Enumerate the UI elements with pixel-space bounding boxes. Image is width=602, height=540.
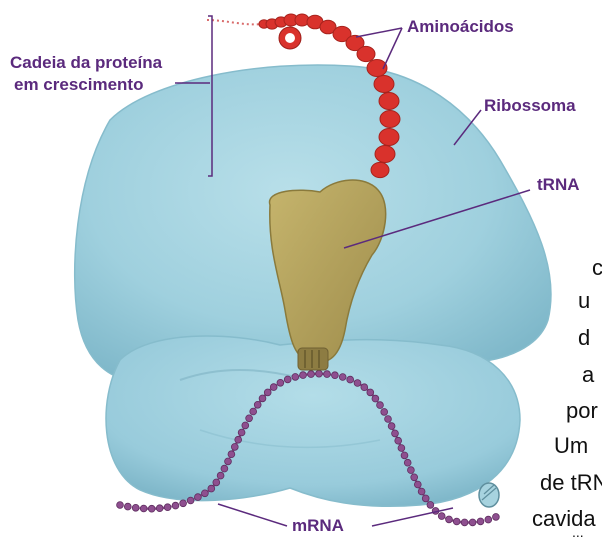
mrna-bead bbox=[493, 514, 500, 521]
mrna-pointer-left bbox=[218, 504, 287, 526]
mrna-bead bbox=[202, 490, 209, 497]
mrna-bead bbox=[284, 376, 291, 383]
mrna-bead bbox=[408, 467, 415, 474]
mrna-bead bbox=[140, 505, 147, 512]
mrna-bead bbox=[395, 437, 402, 444]
tunnel-icon bbox=[479, 483, 499, 507]
mrna-bead bbox=[300, 372, 307, 379]
body-text-line-1: c bbox=[592, 255, 602, 281]
mrna-bead bbox=[180, 500, 187, 507]
mrna-bead bbox=[250, 408, 257, 415]
body-text-line-9: ... bbox=[572, 524, 584, 540]
mrna-bead bbox=[264, 389, 271, 396]
mrna-bead bbox=[404, 459, 411, 466]
mrna-bead bbox=[221, 465, 228, 472]
mrna-bead bbox=[388, 423, 395, 430]
mrna-bead bbox=[414, 481, 421, 488]
mrna-bead bbox=[385, 416, 392, 423]
body-text-line-2: u bbox=[578, 288, 590, 314]
mrna-label: mRNA bbox=[292, 515, 344, 537]
mrna-bead bbox=[347, 376, 354, 383]
mrna-bead bbox=[217, 472, 224, 479]
mrna-bead bbox=[156, 505, 163, 512]
mrna-bead bbox=[316, 370, 323, 377]
mrna-bead bbox=[367, 389, 374, 396]
mrna-bead bbox=[246, 415, 253, 422]
body-text-line-3: d bbox=[578, 325, 590, 351]
mrna-bead bbox=[446, 516, 453, 523]
mrna-bead bbox=[401, 452, 408, 459]
body-text-line-4: a bbox=[582, 362, 594, 388]
mrna-bead bbox=[277, 379, 284, 386]
amino-acid-bead bbox=[379, 93, 399, 110]
growing-chain-label-line2: em crescimento bbox=[14, 74, 143, 96]
body-text-line-6: Um bbox=[554, 433, 588, 459]
mrna-bead bbox=[231, 444, 238, 451]
mrna-bead bbox=[238, 429, 245, 436]
mrna-bead bbox=[259, 395, 266, 402]
mrna-bead bbox=[372, 395, 379, 402]
mrna-bead bbox=[132, 504, 139, 511]
mrna-bead bbox=[292, 374, 299, 381]
amino-acid-bead bbox=[380, 111, 400, 128]
mrna-bead bbox=[235, 436, 242, 443]
amino-acid-tail bbox=[207, 20, 262, 24]
mrna-bead bbox=[477, 518, 484, 525]
mrna-bead bbox=[172, 502, 179, 509]
mrna-bead bbox=[461, 519, 468, 526]
amino-acid-bead bbox=[371, 162, 389, 177]
mrna-bead bbox=[418, 488, 425, 495]
amino-pointer-2 bbox=[383, 28, 402, 69]
amino-acid-bead bbox=[374, 76, 394, 93]
mrna-bead bbox=[485, 516, 492, 523]
mrna-bead bbox=[228, 451, 235, 458]
mrna-bead bbox=[324, 371, 331, 378]
mrna-bead bbox=[469, 519, 476, 526]
amino-acid-bead bbox=[357, 46, 375, 61]
mrna-bead bbox=[381, 409, 388, 416]
amino-pointer-1 bbox=[356, 28, 402, 37]
mrna-bead bbox=[187, 497, 194, 504]
mrna-bead bbox=[124, 503, 131, 510]
mrna-bead bbox=[339, 374, 346, 381]
amino-acids-label: Aminoácidos bbox=[407, 16, 514, 38]
mrna-bead bbox=[377, 402, 384, 409]
mrna-bead bbox=[242, 422, 249, 429]
mrna-bead bbox=[438, 513, 445, 520]
mrna-bead bbox=[392, 430, 399, 437]
mrna-bead bbox=[195, 494, 202, 501]
trna-label: tRNA bbox=[537, 174, 580, 196]
mrna-bead bbox=[164, 504, 171, 511]
mrna-bead bbox=[354, 380, 361, 387]
mrna-bead bbox=[213, 479, 220, 486]
body-text-line-7: de tRN bbox=[540, 470, 602, 496]
mrna-bead bbox=[411, 474, 418, 481]
ribosome-label: Ribossoma bbox=[484, 95, 576, 117]
mrna-bead bbox=[254, 401, 261, 408]
mrna-bead bbox=[427, 502, 434, 509]
mrna-bead bbox=[270, 384, 277, 391]
mrna-bead bbox=[332, 372, 339, 379]
mrna-bead bbox=[308, 371, 315, 378]
amino-acid-ring-hole bbox=[285, 33, 295, 43]
mrna-bead bbox=[148, 505, 155, 512]
growing-chain-label-line1: Cadeia da proteína bbox=[10, 52, 162, 74]
mrna-bead bbox=[398, 445, 405, 452]
amino-acid-bead bbox=[375, 146, 395, 163]
mrna-bead bbox=[208, 485, 215, 492]
mrna-bead bbox=[453, 518, 460, 525]
mrna-bead bbox=[361, 384, 368, 391]
mrna-bead bbox=[117, 502, 124, 509]
amino-acid-bead bbox=[379, 129, 399, 146]
body-text-line-8: cavida bbox=[532, 506, 596, 532]
body-text-line-5: por bbox=[566, 398, 598, 424]
mrna-bead bbox=[225, 458, 232, 465]
mrna-bead bbox=[422, 495, 429, 502]
